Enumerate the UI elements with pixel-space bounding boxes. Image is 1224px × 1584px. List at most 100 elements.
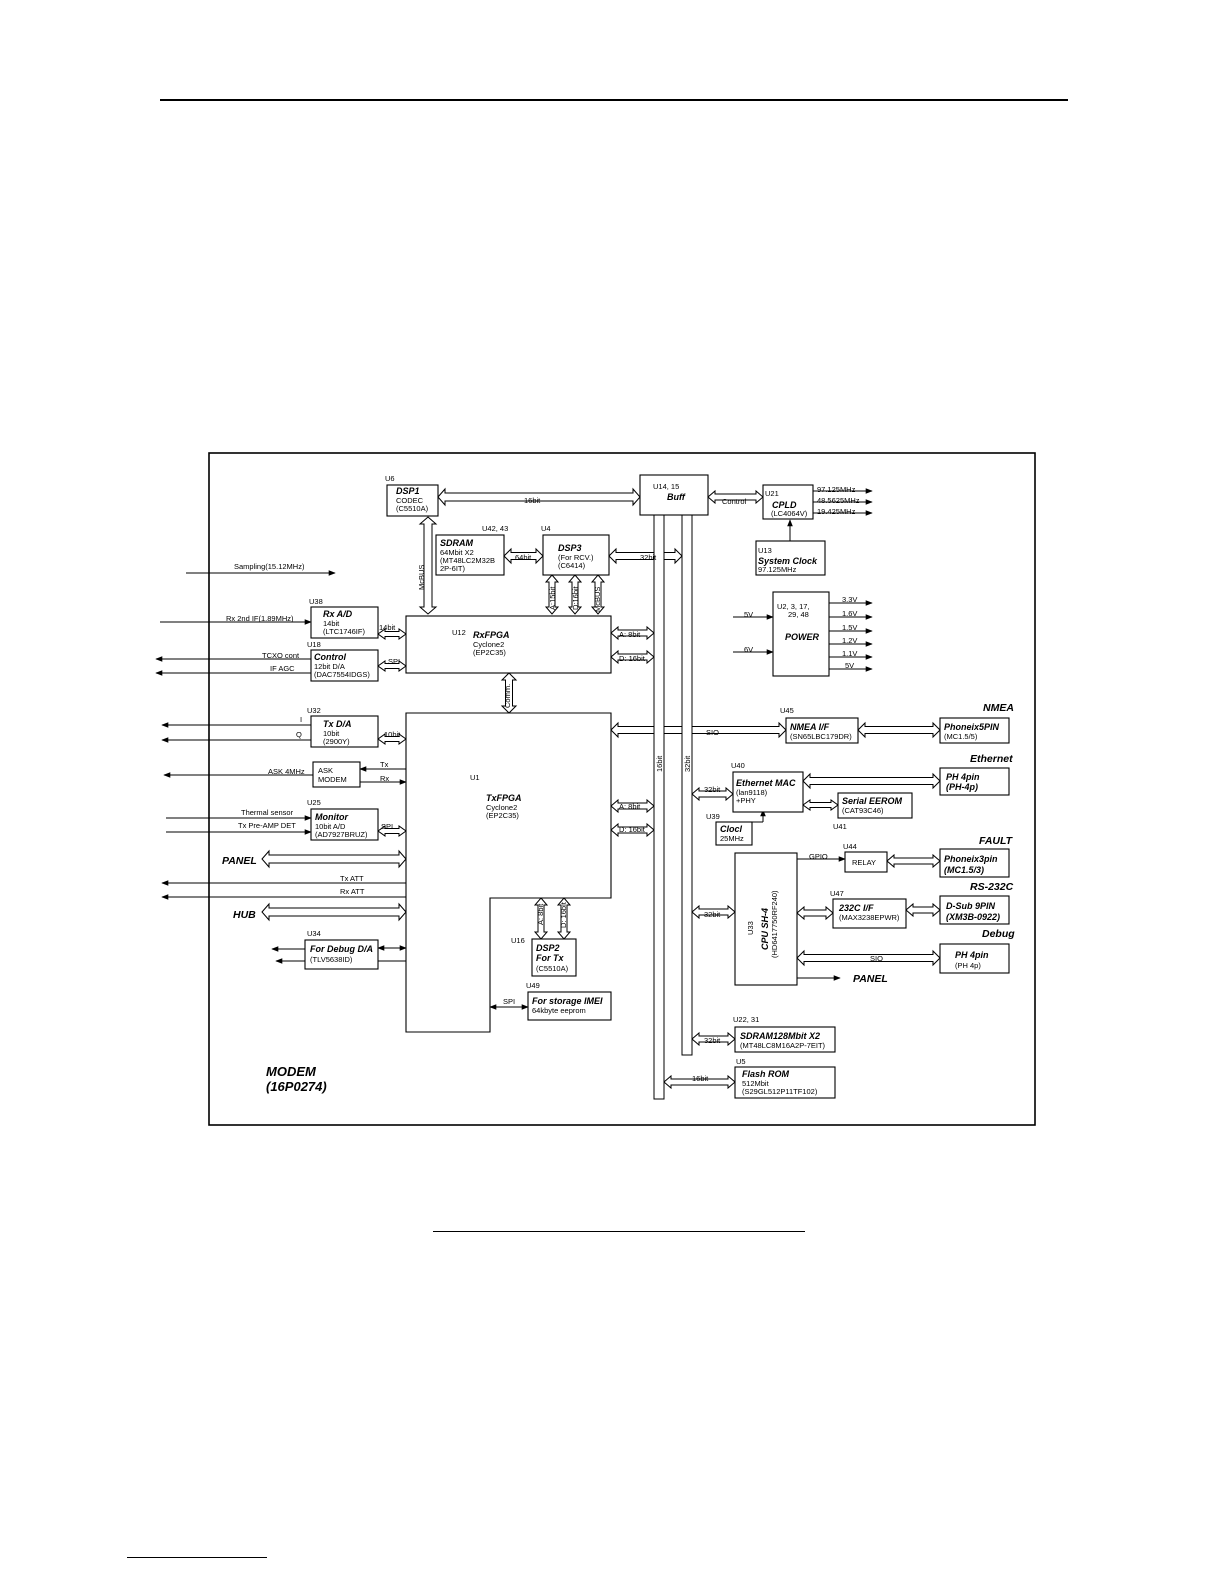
line-debug-da-1: (TLV5638ID)	[310, 955, 353, 964]
label-panel-left: PANEL	[222, 855, 257, 867]
ref-u4: U4	[541, 524, 551, 533]
line-imei-1: 64kbyte eeprom	[532, 1006, 586, 1015]
ref-u18: U18	[307, 640, 321, 649]
line-rxfpga-2: (EP2C35)	[473, 648, 506, 657]
ref-u6: U6	[385, 474, 395, 483]
title-dsp1: DSP1	[396, 486, 420, 496]
line-control-1: 12bit D/A	[314, 662, 345, 671]
bus-arrow-h-61	[905, 902, 941, 918]
label-32bit-cpu: 32bit	[704, 910, 721, 919]
block-control-da: U18 Control 12bit D/A (DAC7554IDGS)	[307, 640, 379, 682]
title-debug-da: For Debug D/A	[310, 944, 373, 954]
board-part: (16P0274)	[266, 1079, 327, 1094]
label-5v-in: 5V	[744, 610, 753, 619]
block-clock25: U39 Clocl 25MHz	[706, 812, 753, 846]
footer-rule	[433, 1231, 805, 1232]
block-debug-da: U34 For Debug D/A (TLV5638ID)	[304, 929, 379, 970]
title-rx-ad: Rx A/D	[323, 609, 353, 619]
label-14bit: 14bit	[379, 623, 396, 632]
line-txfpga-1: Cyclone2	[486, 803, 517, 812]
label-comm: Comm.	[503, 684, 512, 708]
line-flash-2: (S29GL512P11TF102)	[742, 1087, 818, 1096]
title-txfpga: TxFPGA	[486, 793, 522, 803]
line-cpld-1: (LC4064V)	[771, 509, 808, 518]
label-a8-rx: A: 8bit	[619, 630, 641, 639]
label-a8-dsp2: A: 8bit	[536, 903, 545, 925]
title-control-da: Control	[314, 652, 346, 662]
label-1v5: 1.5V	[842, 623, 857, 632]
label-bus64: 64bit	[515, 553, 532, 562]
label-1v1: 1.1V	[842, 649, 857, 658]
block-ph4pin-debug: PH 4pin (PH 4p)	[939, 943, 1010, 974]
label-hub: HUB	[233, 909, 256, 921]
title-ph4pin-debug: PH 4pin	[955, 950, 989, 960]
block-cpld: U21 CPLD (LC4064V)	[762, 484, 814, 520]
label-tcxo: TCXO cont	[262, 651, 300, 660]
vertical-bus-16bit	[653, 506, 665, 1100]
label-32bit-eth: 32bit	[704, 785, 721, 794]
title-flash-rom: Flash ROM	[742, 1069, 790, 1079]
block-flash-rom: U5 Flash ROM 512Mbit (S29GL512P11TF102)	[734, 1057, 836, 1099]
ref-u42: U42, 43	[482, 524, 508, 533]
ref-u5: U5	[736, 1057, 746, 1066]
ref-u44: U44	[843, 842, 857, 851]
title-dsub9: D-Sub 9PIN	[946, 901, 996, 911]
line-rx-ad-1: 14bit	[323, 619, 340, 628]
ref-u49: U49	[526, 981, 540, 990]
block-rxfpga: U12 RxFPGA Cyclone2 (EP2C35)	[405, 615, 612, 674]
label-spi-mon: SPI	[381, 822, 393, 831]
block-tx-da: U32 Tx D/A 10bit (2900Y)	[307, 706, 379, 748]
signal-arrows	[155, 487, 941, 1090]
ref-u41: U41	[833, 822, 847, 831]
block-monitor: U25 Monitor 10bit A/D (AD7927BRUZ)	[307, 798, 379, 841]
board-name: MODEM	[266, 1064, 317, 1079]
block-phoenix5pin: Phoneix5PIN (MC1.5/5)	[939, 717, 1010, 744]
ref-u32: U32	[307, 706, 321, 715]
ref-u25: U25	[307, 798, 321, 807]
block-ask-modem: ASK MODEM	[312, 761, 361, 788]
bus-arrow-h-29	[610, 721, 787, 739]
label-a15: A:15bit	[548, 586, 557, 610]
line-tx-da-2: (2900Y)	[323, 737, 350, 746]
title-serial-eerom: Serial EEROM	[842, 796, 903, 806]
label-d16-dsp2: D: 16bit	[559, 901, 568, 928]
label-rx2nd: Rx 2nd IF(1.89MHz)	[226, 614, 294, 623]
label-txpre: Tx Pre-AMP DET	[238, 821, 296, 830]
title-rxfpga: RxFPGA	[473, 630, 510, 640]
label-q: Q	[296, 730, 302, 739]
label-a8-tx: A: 8bit	[619, 802, 641, 811]
line-sdram-2: (MT48LC2M32B	[440, 556, 495, 565]
label-panel-right: PANEL	[853, 973, 888, 985]
title-ethernet-mac: Ethernet MAC	[736, 778, 796, 788]
title-tx-da: Tx D/A	[323, 719, 352, 729]
label-ifagc: IF AGC	[270, 664, 295, 673]
line-ph4pin-debug-1: (PH 4p)	[955, 961, 981, 970]
line-rx-ad-2: (LTC1746IF)	[323, 627, 365, 636]
title-cpld: CPLD	[772, 500, 797, 510]
ref-u21: U21	[765, 489, 779, 498]
label-clk2: 48.5625MHz	[817, 496, 860, 505]
block-dsp3: U4 DSP3 (For RCV.) (C6414)	[541, 524, 610, 576]
line-ask-1: ASK	[318, 766, 333, 775]
block-ph4pin-eth: PH 4pin (PH-4p)	[939, 767, 1010, 796]
ref-u39: U39	[706, 812, 720, 821]
label-tx-att: Tx ATT	[340, 874, 364, 883]
signal-lines	[653, 506, 693, 1100]
ref-u22: U22, 31	[733, 1015, 759, 1024]
bus-arrow-v-10	[544, 574, 560, 615]
block-dsp1: U6 DSP1 CODEC (C5510A)	[385, 474, 439, 517]
header-rule	[160, 99, 1068, 101]
heading-debug: Debug	[982, 928, 1015, 940]
title-232c-if: 232C I/F	[838, 903, 874, 913]
block-ethernet-mac: U40 Ethernet MAC (lan9118) +PHY	[731, 761, 804, 813]
label-32bit-sdram: 32bit	[704, 1036, 721, 1045]
line-cpu-1: (HD6417750RF240)	[770, 890, 779, 958]
line-eth-1: (lan9118)	[736, 788, 768, 797]
title-monitor: Monitor	[315, 812, 348, 822]
line-232c-1: (MAX3238EPWR)	[839, 913, 900, 922]
line-relay-1: RELAY	[852, 858, 876, 867]
label-ask4: ASK 4MHz	[268, 767, 305, 776]
bus-arrow-h-54	[802, 772, 941, 790]
block-imei-eeprom: U49 For storage IMEI 64kbyte eeprom	[526, 981, 612, 1021]
diagram-frame	[208, 452, 1036, 1126]
